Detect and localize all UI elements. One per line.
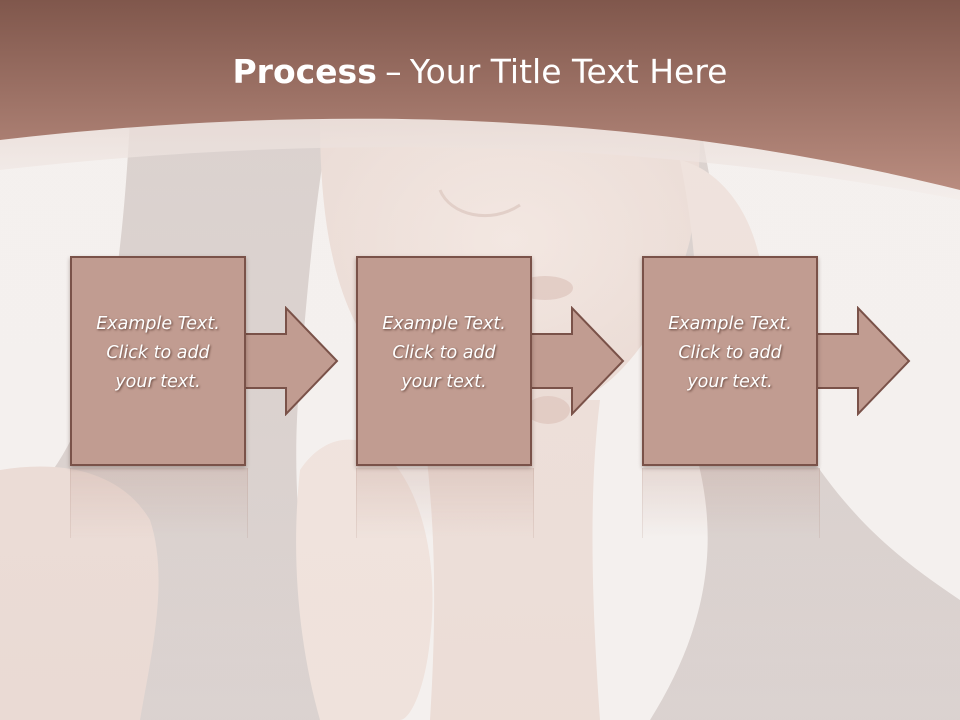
process-step-2[interactable]: Example Text. Click to add your text. [356, 256, 532, 466]
slide-title[interactable]: Process–Your Title Text Here [0, 52, 960, 91]
step-text[interactable]: Example Text. Click to add your text. [96, 313, 220, 392]
step-reflection [356, 468, 534, 538]
right-arrow-icon[interactable] [530, 306, 626, 416]
step-reflection [70, 468, 248, 538]
step-text[interactable]: Example Text. Click to add your text. [668, 313, 792, 392]
step-text[interactable]: Example Text. Click to add your text. [382, 313, 506, 392]
title-separator: – [385, 52, 402, 91]
step-reflection [642, 468, 820, 538]
header-band [0, 0, 960, 200]
title-rest: Your Title Text Here [409, 52, 728, 91]
process-step-1[interactable]: Example Text. Click to add your text. [70, 256, 246, 466]
title-strong: Process [232, 52, 377, 91]
right-arrow-icon[interactable] [244, 306, 340, 416]
right-arrow-icon[interactable] [816, 306, 912, 416]
process-step-3[interactable]: Example Text. Click to add your text. [642, 256, 818, 466]
